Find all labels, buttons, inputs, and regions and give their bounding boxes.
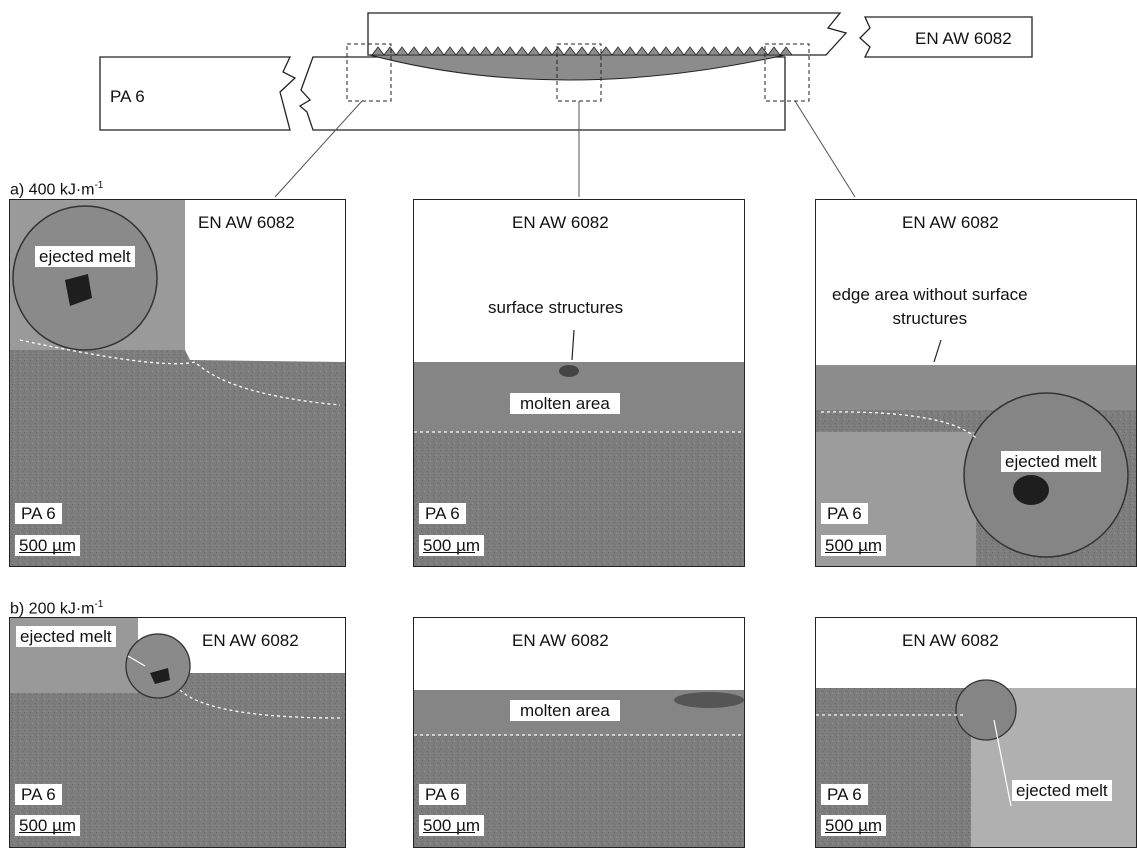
ejected-melt-label: ejected melt — [16, 626, 116, 647]
aluminium-label: EN AW 6082 — [512, 631, 609, 650]
material-label: PA 6 — [419, 784, 466, 805]
surface-structures-label: surface structures — [488, 298, 624, 317]
material-label: PA 6 — [821, 784, 868, 805]
aluminium-label: EN AW 6082 — [198, 213, 295, 232]
scale-bar-line — [19, 551, 71, 553]
schematic-bottom-material: PA 6 — [110, 87, 145, 106]
row-a-label-text: a) 400 kJ·m — [10, 181, 95, 199]
leader-line-left — [274, 100, 363, 198]
aluminium-sheet-extension — [859, 16, 1033, 58]
scale-bar-line — [825, 551, 877, 553]
row-a-label: a) 400 kJ·m-1 — [10, 177, 103, 199]
detail-box-right — [764, 43, 810, 102]
scale-bar-text: 500 µm — [423, 536, 481, 555]
scale-bar-text: 500 µm — [825, 816, 883, 835]
scale-bar-text: 500 µm — [19, 536, 77, 555]
polymer-sheet-extension — [99, 56, 297, 131]
schematic-top-material: EN AW 6082 — [915, 29, 1012, 48]
material-label: PA 6 — [419, 503, 466, 524]
scale-bar-text: 500 µm — [19, 816, 77, 835]
molten-zone-shape — [369, 54, 786, 81]
molten-area-label: molten area — [510, 393, 620, 414]
material-label: PA 6 — [15, 784, 62, 805]
ejected-melt-label: ejected melt — [35, 246, 135, 267]
molten-area-label: molten area — [510, 700, 620, 721]
material-label: PA 6 — [15, 503, 62, 524]
material-label: PA 6 — [821, 503, 868, 524]
scale-bar-text: 500 µm — [423, 816, 481, 835]
surface-structures-shape — [371, 46, 793, 56]
scale-bar: 500 µm — [419, 815, 485, 836]
scale-bar: 500 µm — [821, 815, 887, 836]
panel-a-left: EN AW 6082 ejected melt PA 6 500 µm — [9, 199, 346, 567]
joint-schematic: EN AW 6082 PA 6 — [99, 12, 1033, 198]
scale-bar-line — [19, 831, 71, 833]
leader-line-right — [794, 100, 856, 198]
scale-bar: 500 µm — [15, 815, 81, 836]
scale-bar-line — [423, 551, 475, 553]
aluminium-label: EN AW 6082 — [512, 213, 609, 232]
panel-a-right: EN AW 6082 edge area without surface str… — [815, 199, 1137, 567]
edge-area-label: edge area without surface structures — [832, 285, 1028, 328]
row-b-label-exponent: -1 — [94, 599, 104, 610]
ejected-melt-label: ejected melt — [1001, 451, 1101, 472]
aluminium-label: EN AW 6082 — [902, 631, 999, 650]
scale-bar-text: 500 µm — [825, 536, 883, 555]
panel-b-center: EN AW 6082 molten area PA 6 500 µm — [413, 617, 745, 848]
row-b-label-text: b) 200 kJ·m — [10, 600, 95, 618]
aluminium-label: EN AW 6082 — [902, 213, 999, 232]
scale-bar: 500 µm — [821, 535, 887, 556]
scale-bar-line — [423, 831, 475, 833]
ejected-melt-label: ejected melt — [1012, 780, 1112, 801]
panel-a-center: EN AW 6082 surface structures molten are… — [413, 199, 745, 567]
detail-box-left — [346, 43, 392, 102]
scale-bar-line — [825, 831, 877, 833]
aluminium-sheet-shape — [367, 12, 848, 56]
row-a-label-exponent: -1 — [94, 180, 104, 191]
row-b-label: b) 200 kJ·m-1 — [10, 596, 103, 618]
panel-b-left: ejected melt EN AW 6082 PA 6 500 µm — [9, 617, 346, 848]
scale-bar: 500 µm — [419, 535, 485, 556]
aluminium-label: EN AW 6082 — [202, 631, 299, 650]
scale-bar: 500 µm — [15, 535, 81, 556]
panel-b-right: EN AW 6082 ejected melt PA 6 500 µm — [815, 617, 1137, 848]
